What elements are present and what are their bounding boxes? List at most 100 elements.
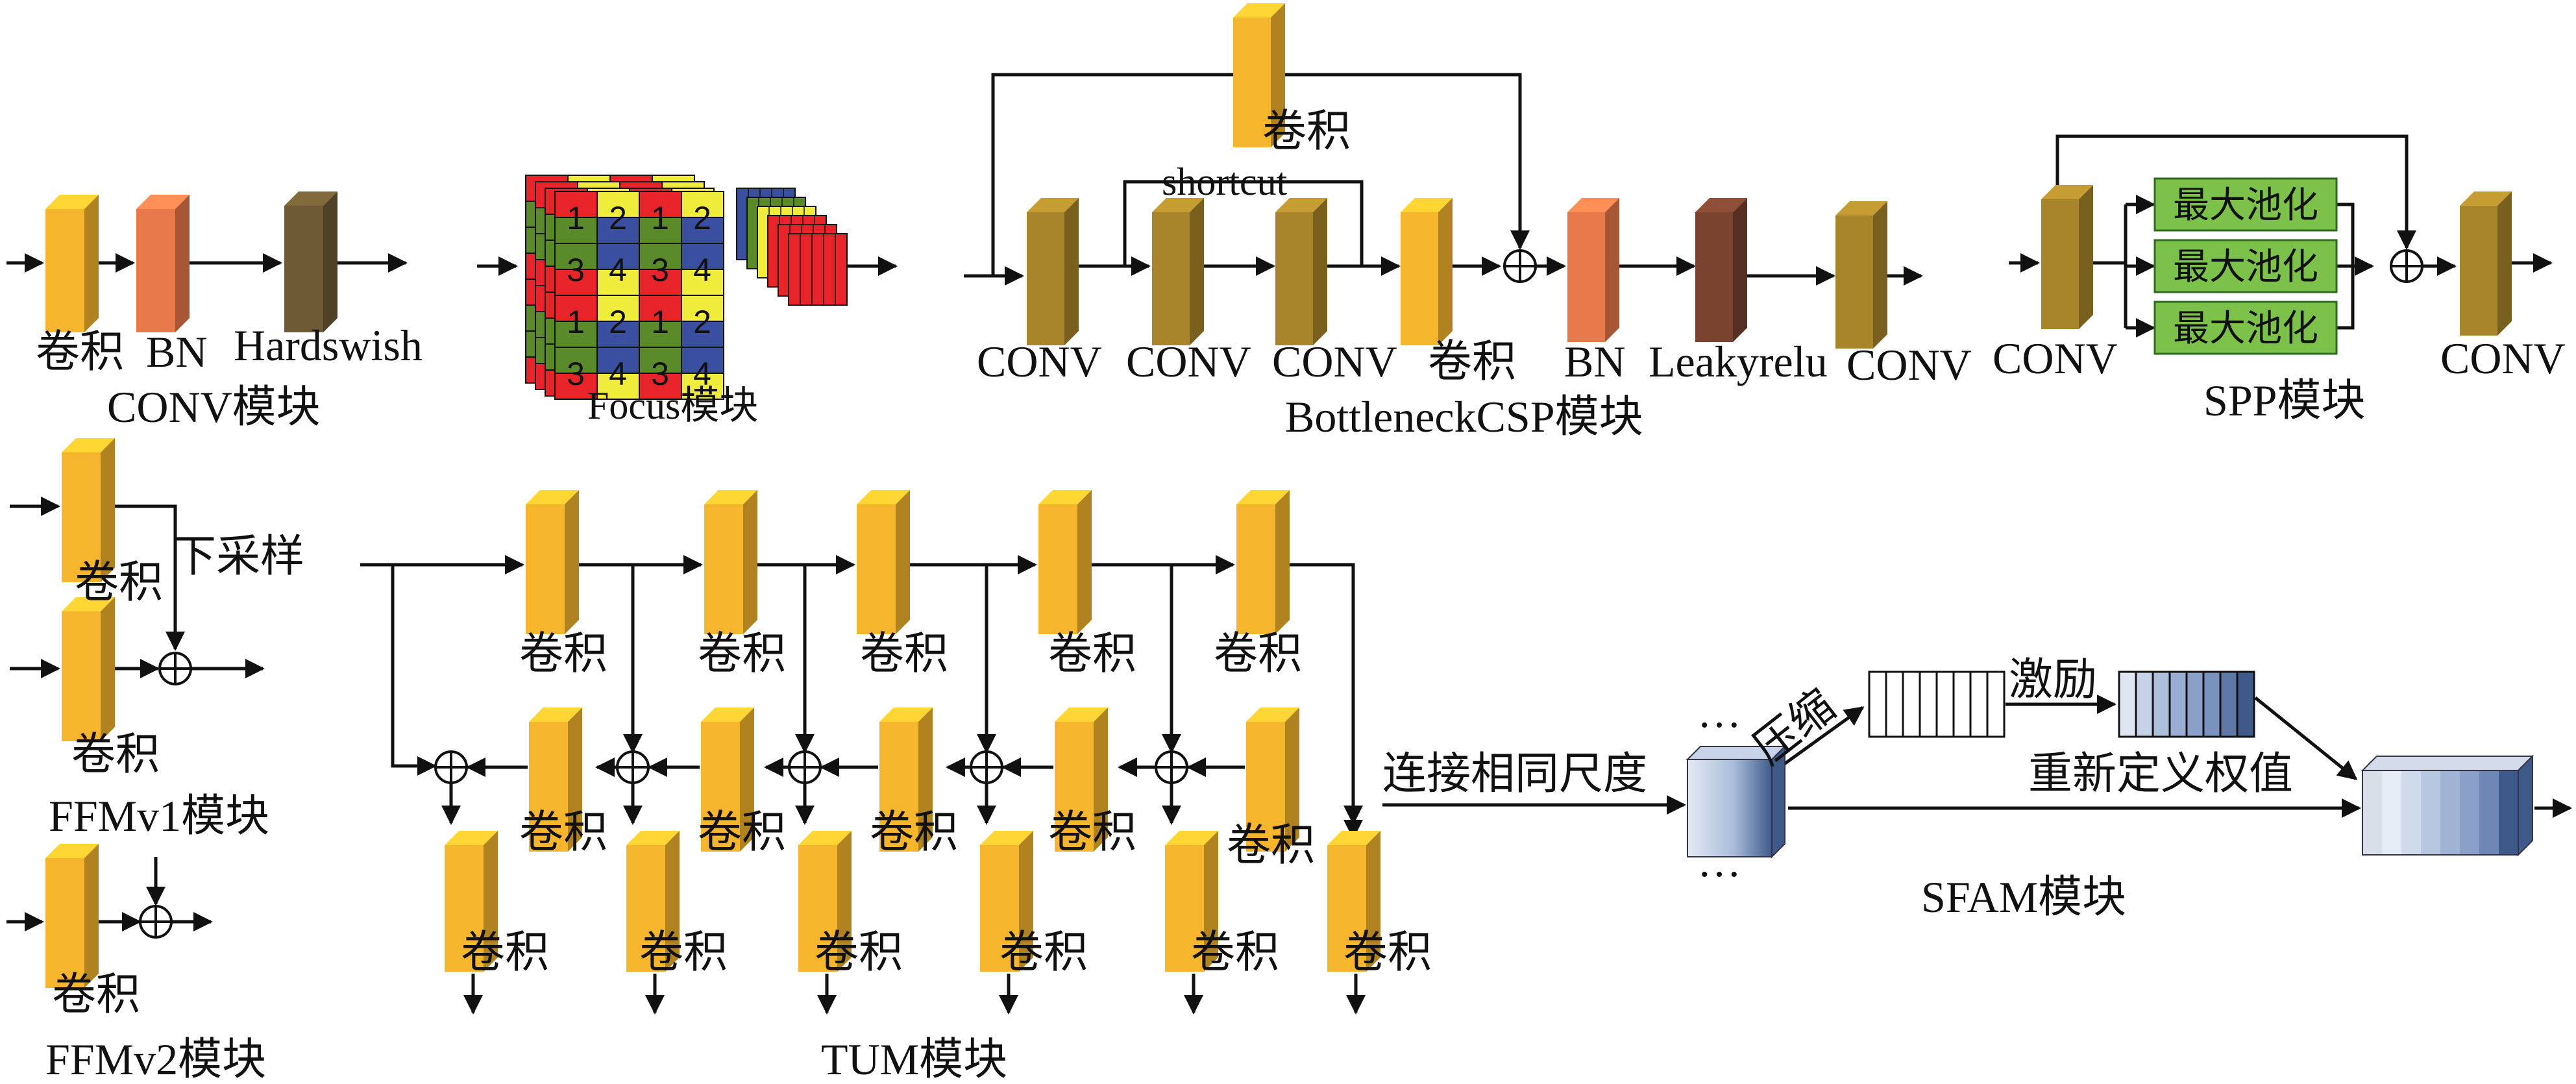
csp-label-bn: BN (1564, 337, 1625, 386)
plus-circles (139, 249, 2423, 939)
tum-bottom-block-6 (1327, 831, 1380, 972)
conv-module-label-bn: BN (146, 327, 207, 376)
tum-mid-block-4 (1055, 708, 1108, 852)
tum-mid-label-4: 卷积 (1048, 807, 1136, 857)
tum-mid-label-3: 卷积 (870, 807, 958, 857)
focus-cell-number: 1 (651, 304, 669, 340)
focus-cell-number: 2 (609, 304, 627, 340)
tum-top-label-4: 卷积 (1048, 629, 1136, 678)
ffm1-conv-block-2 (62, 597, 115, 741)
focus-cell-number: 3 (567, 252, 585, 288)
tum-top-block-2 (704, 490, 757, 634)
csp-label-leakyrelu: Leakyrelu (1649, 337, 1828, 386)
tum-top-label-5: 卷积 (1214, 629, 1302, 678)
tum-module-title: TUM模块 (821, 1035, 1007, 1084)
tum-bottom-label-2: 卷积 (639, 928, 728, 977)
sfam-excite-label: 激励 (2009, 655, 2097, 704)
focus-cell-number: 4 (609, 356, 627, 392)
spp-input-conv-label: CONV (1993, 334, 2118, 383)
spp-module-title: SPP模块 (2203, 376, 2365, 425)
plus-circle-icon (616, 750, 650, 784)
tum-mid-block-1 (529, 708, 582, 852)
plus-circle-icon (2390, 249, 2423, 283)
focus-cell-number: 4 (609, 252, 627, 288)
conv-module-label-hardswish: Hardswish (234, 321, 423, 370)
tum-mid-label-2: 卷积 (698, 807, 786, 857)
plus-circle-icon (139, 905, 173, 939)
ffm1-label-conv-1: 卷积 (75, 558, 163, 607)
tum-mid-block-5 (1246, 708, 1299, 852)
focus-cell-number: 1 (567, 304, 585, 340)
sfam-module-title: SFAM模块 (1921, 872, 2126, 922)
spp-input-block (2041, 185, 2093, 329)
tum-bottom-label-1: 卷积 (461, 928, 549, 977)
bn-block (136, 195, 190, 332)
plus-circle-icon (1503, 249, 1537, 283)
tum-bottom-block-1 (445, 831, 498, 972)
csp-label-conv-2: CONV (1126, 337, 1251, 386)
tum-bottom-block-5 (1165, 831, 1218, 972)
tum-bottom-label-3: 卷积 (815, 928, 903, 977)
ffm2-conv-block (45, 844, 99, 988)
pool-box-2 (2153, 239, 2338, 293)
pool-box-1 (2153, 177, 2338, 232)
ffm2-label-conv: 卷积 (52, 970, 140, 1019)
plus-circle-icon (788, 750, 822, 784)
pool-label-1: 最大池化 (2173, 186, 2318, 226)
focus-output-tensor (736, 188, 848, 306)
ffm1-conv-block-1 (62, 438, 115, 582)
ffm1-module-title: FFMv1模块 (49, 791, 269, 841)
conv-block (45, 195, 99, 332)
csp-label-conv-5: CONV (1846, 340, 1972, 389)
tum-top-block-5 (1236, 490, 1290, 634)
ffm2-module-title: FFMv2模块 (45, 1035, 266, 1084)
plus-circle-icon (970, 750, 1003, 784)
tum-mid-block-3 (879, 708, 933, 852)
csp-top-conv-block (1233, 3, 1285, 147)
tum-bottom-label-6: 卷积 (1343, 928, 1432, 977)
spp-output-block (2460, 191, 2512, 336)
focus-cell-number: 1 (651, 200, 669, 236)
sfam-ellipsis-bottom: … (1697, 837, 1741, 886)
focus-cell-number: 3 (651, 356, 669, 392)
conv-module-title: CONV模块 (107, 382, 321, 432)
csp-conv-block-2 (1152, 198, 1204, 345)
focus-cell-number: 2 (693, 200, 711, 236)
ffm1-label-conv-2: 卷积 (71, 730, 160, 779)
sfam-input-label: 连接相同尺度 (1382, 749, 1647, 798)
focus-cell-number: 4 (693, 252, 711, 288)
ffm1-downsample-label: 下采样 (172, 532, 304, 581)
pool-box-3 (2153, 301, 2338, 355)
focus-cell-number: 2 (609, 200, 627, 236)
tum-top-label-1: 卷积 (519, 629, 607, 678)
sfam-artwork (1686, 671, 2534, 859)
tum-top-block-1 (526, 490, 579, 634)
focus-cell-number: 4 (693, 356, 711, 392)
focus-module-title: Focus模块 (587, 384, 758, 427)
tum-top-block-4 (1038, 490, 1092, 634)
tum-top-label-3: 卷积 (860, 629, 948, 678)
tum-bottom-block-2 (626, 831, 680, 972)
hardswish-block (284, 191, 337, 332)
tum-bottom-block-4 (980, 831, 1033, 972)
tum-mid-block-2 (701, 708, 754, 852)
spp-output-conv-label: CONV (2440, 334, 2566, 383)
plus-circle-icon (1155, 750, 1188, 784)
tum-bottom-label-5: 卷积 (1191, 928, 1279, 977)
conv-module-label-conv: 卷积 (36, 327, 124, 376)
csp-label-conv-1: CONV (977, 337, 1102, 386)
labels: 卷积 BN Hardswish CONV模块 Focus模块 卷积 shortc… (36, 106, 2566, 1084)
sfam-ellipsis-top: … (1697, 687, 1741, 737)
csp-shortcut-label: shortcut (1162, 160, 1288, 203)
csp-conv-block-5 (1835, 201, 1887, 349)
csp-conv-block-4 (1401, 198, 1453, 345)
sfam-reweight-label: 重新定义权值 (2028, 749, 2293, 798)
csp-module-title: BottleneckCSP模块 (1285, 392, 1643, 441)
pool-label-2: 最大池化 (2173, 247, 2318, 288)
tum-mid-label-1: 卷积 (519, 807, 607, 857)
plus-circle-icon (158, 652, 192, 685)
spp-pools: 最大池化 最大池化 最大池化 (2153, 177, 2338, 355)
csp-top-conv-label: 卷积 (1262, 106, 1351, 156)
